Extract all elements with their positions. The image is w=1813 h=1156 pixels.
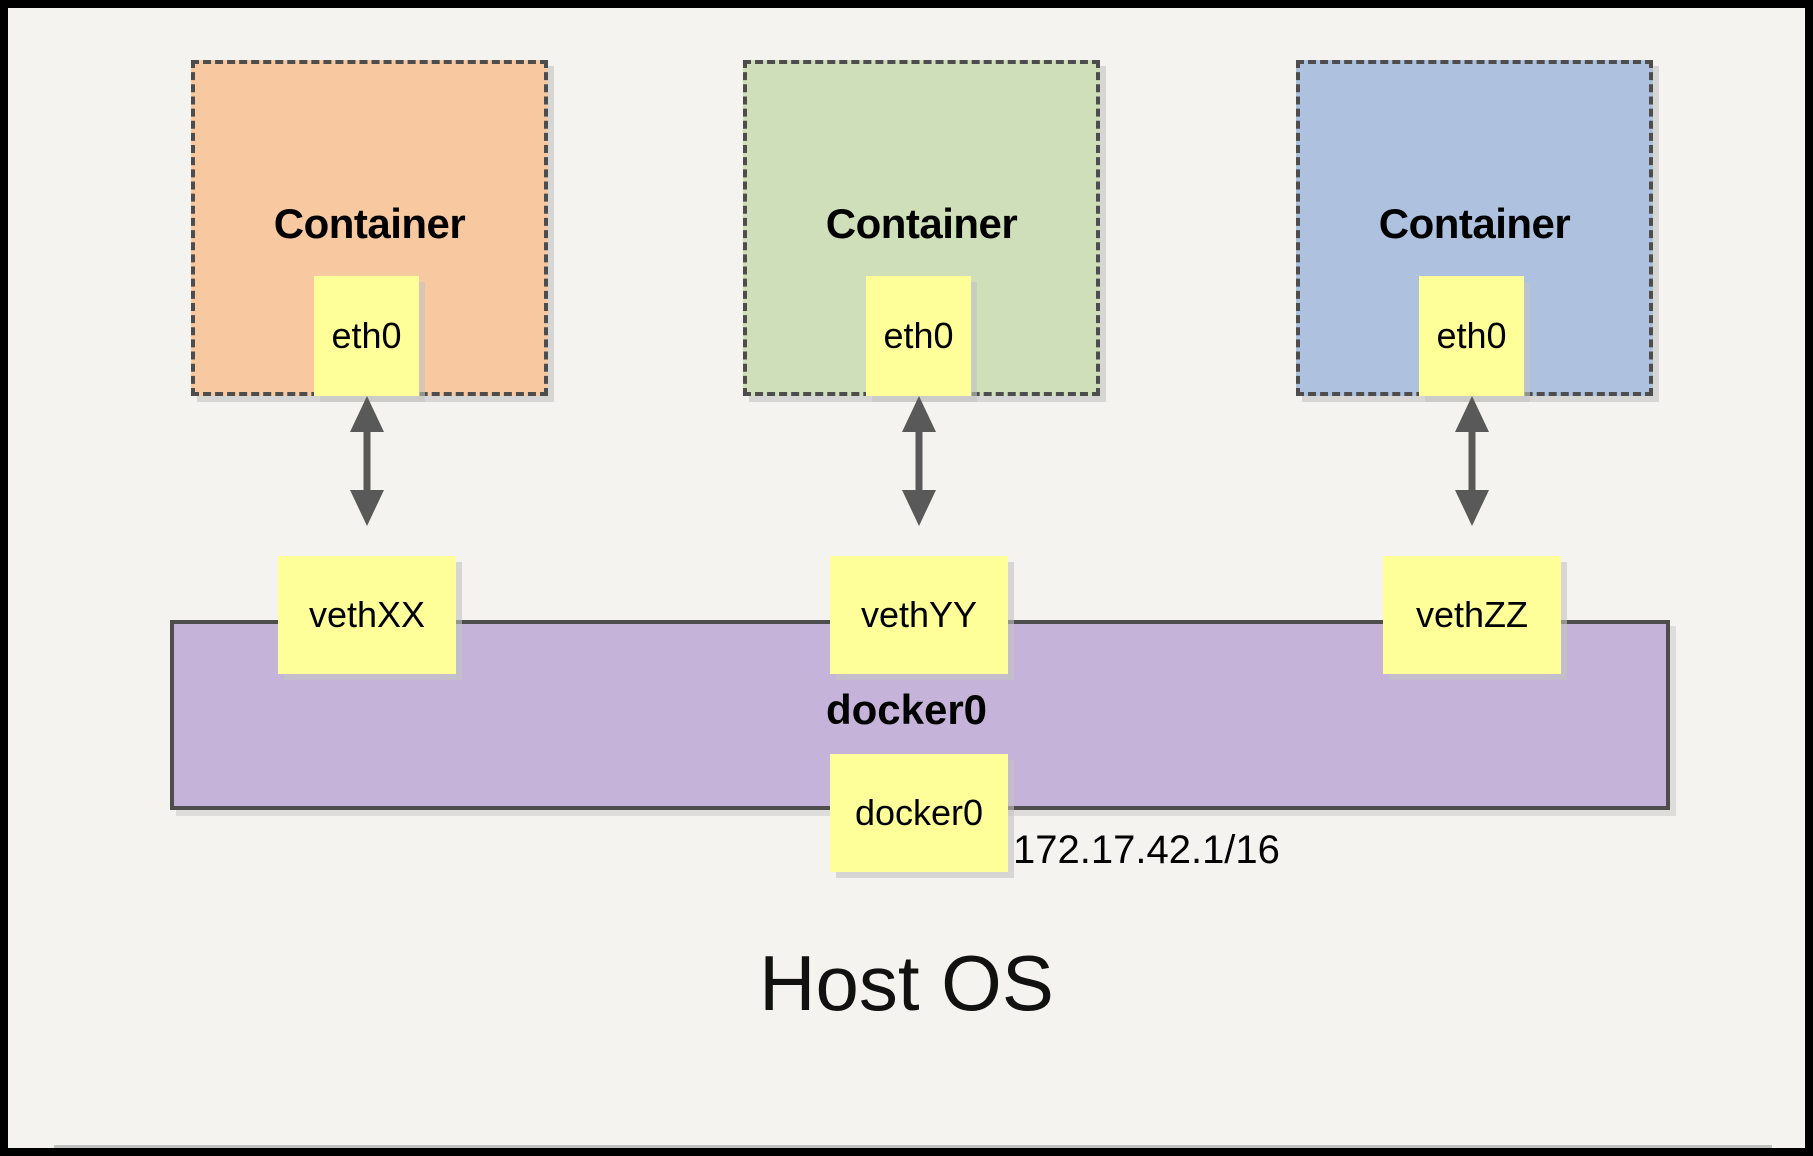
arrow-eth0-vethyy xyxy=(902,396,936,526)
container-title-3: Container xyxy=(1378,200,1571,247)
arrow-eth0-vethzz xyxy=(1455,396,1489,526)
eth0-box-1: eth0 xyxy=(314,276,419,396)
canvas-bottom-shadow xyxy=(54,1145,1772,1148)
eth0-label-2: eth0 xyxy=(883,315,954,356)
arrow-eth0-vethxx xyxy=(350,396,384,526)
container-title-2: Container xyxy=(825,200,1018,247)
veth-box-1: vethXX xyxy=(278,556,456,674)
veth-box-3: vethZZ xyxy=(1383,556,1561,674)
eth0-box-3: eth0 xyxy=(1419,276,1524,396)
veth-label-3: vethZZ xyxy=(1415,594,1529,635)
veth-label-1: vethXX xyxy=(308,594,426,635)
veth-label-2: vethYY xyxy=(860,594,978,635)
veth-box-2: vethYY xyxy=(830,556,1008,674)
eth0-label-1: eth0 xyxy=(331,315,402,356)
docker0-bridge-title: docker0 xyxy=(825,686,988,733)
host-os-label: Host OS xyxy=(759,939,1054,1027)
docker0-ip-label: 172.17.42.1/16 xyxy=(1013,828,1280,872)
docker0-iface-label: docker0 xyxy=(854,792,984,833)
docker0-iface-box: docker0 xyxy=(830,754,1008,872)
eth0-label-3: eth0 xyxy=(1436,315,1507,356)
container-title-1: Container xyxy=(273,200,466,247)
eth0-box-2: eth0 xyxy=(866,276,971,396)
